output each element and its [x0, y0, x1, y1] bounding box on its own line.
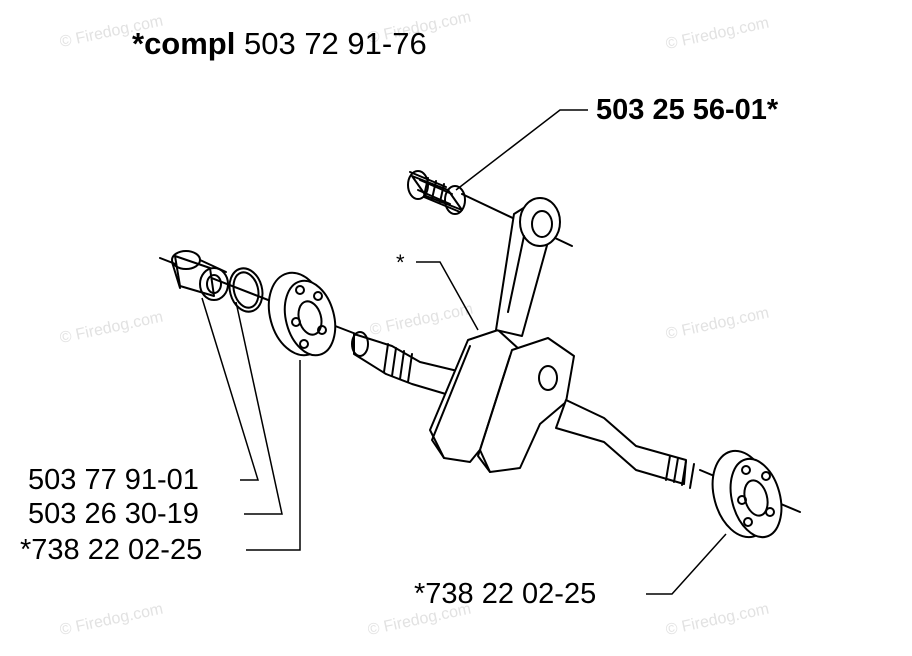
assembly-part-number: 503 72 91-76 [243, 26, 427, 61]
crankshaft-right-shaft [555, 399, 695, 489]
assembly-title: *compl 503 72 91-76 [132, 28, 427, 59]
sleeve [171, 250, 229, 301]
needle-bearing [407, 170, 466, 215]
leader-line-asterisk [416, 261, 479, 331]
ball-bearing-left [267, 271, 337, 357]
connecting-rod [495, 197, 561, 337]
leader-line-ball-bearing-left [246, 360, 301, 551]
callout-asterisk: * [396, 250, 405, 275]
callout-needle-bearing: 503 25 56-01* [596, 94, 779, 126]
leader-line-ball-bearing-right [646, 533, 727, 595]
leader-line-ring [235, 301, 283, 515]
callout-ball-bearing-right: *738 22 02-25 [414, 578, 597, 610]
o-ring-inner [232, 271, 260, 309]
callout-ring: 503 26 30-19 [28, 498, 199, 530]
callout-ball-bearing-left: *738 22 02-25 [20, 534, 203, 566]
callout-sleeve: 503 77 91-01 [28, 464, 199, 496]
assembly-title-prefix: *compl [132, 26, 236, 61]
ball-bearing-right [711, 449, 783, 539]
leader-line-bearing-top [455, 109, 588, 191]
o-ring [228, 267, 264, 313]
leader-line-sleeve [201, 297, 260, 481]
